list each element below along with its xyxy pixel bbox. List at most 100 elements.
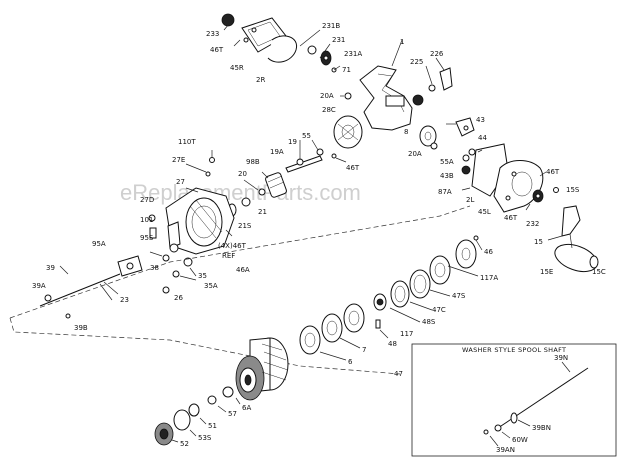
part-21 <box>241 197 251 207</box>
part-48 <box>375 319 381 329</box>
part-45L-side-cover <box>493 160 544 213</box>
pinion-group <box>227 139 347 217</box>
label-15C: 15C <box>592 268 606 276</box>
label-28C: 28C <box>322 106 336 114</box>
inset-frame <box>411 343 617 457</box>
spool-assembly <box>154 337 289 446</box>
part-20A-b <box>430 142 438 150</box>
washer-style-inset: WASHER STYLE SPOOL SHAFT <box>411 343 617 457</box>
label-231: 231 <box>332 36 345 44</box>
label-39BN: 39BN <box>532 424 551 432</box>
part-101 <box>149 227 157 239</box>
label-ref: REF <box>222 252 235 260</box>
part-233-knob <box>221 13 235 27</box>
drag-stack <box>299 235 483 361</box>
right-side-group <box>419 117 599 273</box>
part-8 <box>412 94 424 106</box>
label-45L: 45L <box>478 208 491 216</box>
assembly-boundary-top <box>9 205 471 319</box>
part-27D <box>148 214 156 222</box>
part-8-gear <box>419 125 437 147</box>
label-46T-a: 46T <box>210 46 224 54</box>
part-35 <box>183 257 193 267</box>
label-39AN: 39AN <box>496 446 515 454</box>
part-47S <box>409 269 431 299</box>
part-labels: 233 46T 45R 2R 231B 231 231A 71 1 226 22… <box>32 22 606 454</box>
part-95S <box>169 243 179 253</box>
part-60W <box>494 424 502 432</box>
label-232: 232 <box>526 220 539 228</box>
label-231B: 231B <box>322 22 340 30</box>
label-53S: 53S <box>198 434 212 442</box>
label-231A: 231A <box>344 50 362 58</box>
label-226: 226 <box>430 50 444 58</box>
part-39BN <box>510 412 518 424</box>
part-231B <box>307 45 317 55</box>
label-20: 20 <box>238 170 247 178</box>
part-20 <box>258 188 266 196</box>
label-2L: 2L <box>466 196 474 204</box>
label-1: 1 <box>400 38 404 46</box>
label-39: 39 <box>46 264 55 272</box>
part-39A <box>44 294 52 302</box>
part-117A <box>429 255 451 285</box>
label-46T-c: 46T <box>346 164 360 172</box>
label-87A: 87A <box>438 188 452 196</box>
label-46A: 46A <box>236 266 250 274</box>
label-117A: 117A <box>480 274 498 282</box>
inset-title: WASHER STYLE SPOOL SHAFT <box>462 346 566 354</box>
part-51 <box>188 403 200 417</box>
label-55: 55 <box>302 132 311 140</box>
rotor-block <box>385 95 405 107</box>
label-55A: 55A <box>440 158 454 166</box>
label-27E: 27E <box>172 156 185 164</box>
label-45R: 45R <box>230 64 244 72</box>
label-51: 51 <box>208 422 217 430</box>
label-98B: 98B <box>246 158 260 166</box>
label-35: 35 <box>198 272 207 280</box>
label-46T-b: 46T <box>546 168 560 176</box>
part-57 <box>207 395 217 405</box>
label-60W: 60W <box>512 436 528 444</box>
label-39N: 39N <box>554 354 568 362</box>
label-39B: 39B <box>74 324 88 332</box>
label-39A: 39A <box>32 282 46 290</box>
label-27: 27 <box>176 178 185 186</box>
label-233: 233 <box>206 30 219 38</box>
cover-plate-group <box>221 13 341 73</box>
rotor-disc-28C <box>333 115 363 149</box>
label-52: 52 <box>180 440 189 448</box>
label-21: 21 <box>258 208 267 216</box>
part-55 <box>316 148 324 156</box>
label-4x46T: (4X)46T <box>218 242 247 250</box>
label-95S: 95S <box>140 234 154 242</box>
part-15C-cap <box>589 255 599 269</box>
label-15: 15 <box>534 238 543 246</box>
part-55A <box>462 154 470 162</box>
part-27E <box>205 171 211 177</box>
part-15S <box>553 187 559 193</box>
part-39AN <box>483 429 489 435</box>
label-6: 6 <box>348 358 353 366</box>
label-44: 44 <box>478 134 487 142</box>
part-44 <box>468 148 476 156</box>
label-47S: 47S <box>452 292 466 300</box>
label-2R: 2R <box>256 76 265 84</box>
part-110T <box>209 157 215 163</box>
part-39B <box>65 313 71 319</box>
label-43: 43 <box>476 116 485 124</box>
part-20A-washer <box>344 92 352 100</box>
label-46: 46 <box>484 248 493 256</box>
label-8: 8 <box>404 128 408 136</box>
part-19-shaft <box>285 155 323 173</box>
part-2R-gasket <box>267 35 298 63</box>
part-6 <box>299 325 321 355</box>
lower-left-parts <box>117 251 197 294</box>
part-46 <box>455 239 477 269</box>
part-225 <box>428 84 436 92</box>
spool-shaft-39 <box>39 265 121 319</box>
part-26 <box>162 286 170 294</box>
label-27D: 27D <box>140 196 154 204</box>
label-48: 48 <box>388 340 397 348</box>
